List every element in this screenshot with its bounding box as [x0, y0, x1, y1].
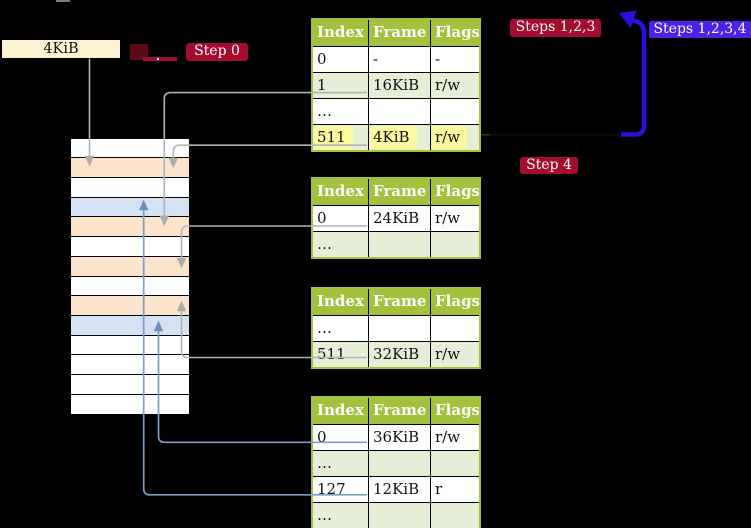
page-table-3: Index Frame Flags … 511 32KiB r/w	[311, 287, 481, 369]
highlighted-cell: 511	[314, 125, 353, 149]
table-row: 0 36KiB r/w	[313, 425, 479, 450]
column-header: Flags	[430, 179, 479, 205]
memory-row	[71, 176, 189, 197]
column-header: Frame	[368, 20, 430, 46]
memory-row	[71, 138, 189, 158]
steps-1-2-3-4-label: Steps 1,2,3,4	[649, 20, 751, 38]
occluded-label-fragment	[130, 44, 148, 60]
memory-row	[71, 157, 189, 177]
table-row: …	[313, 450, 479, 476]
table-row: …	[313, 231, 479, 257]
memory-row	[71, 255, 189, 276]
steps-1-2-3-label: Steps 1,2,3	[510, 19, 601, 37]
recursive-loop-arrow	[619, 10, 647, 137]
table-row: …	[313, 502, 479, 528]
column-header: Flags	[430, 398, 479, 424]
table-row: 511 32KiB r/w	[313, 341, 479, 367]
table-header-row: Index Frame Flags	[313, 289, 479, 316]
table-row: 127 12KiB r	[313, 476, 479, 502]
column-header: Index	[317, 22, 364, 41]
table-header-row: Index Frame Flags	[313, 20, 479, 47]
page-table-1: Index Frame Flags 0 - - 1 16KiB r/w … 51…	[311, 18, 481, 152]
memory-row	[71, 236, 189, 256]
column-header: Frame	[368, 179, 430, 205]
column-header: Flags	[430, 20, 479, 46]
page-table-4: Index Frame Flags 0 36KiB r/w … 127 12Ki…	[311, 396, 481, 528]
table-header-row: Index Frame Flags	[313, 179, 479, 206]
occluded-text-fragment	[157, 58, 159, 60]
page-table-2: Index Frame Flags 0 24KiB r/w …	[311, 177, 481, 259]
arrowhead-left	[619, 10, 637, 28]
table-header-row: Index Frame Flags	[313, 398, 479, 425]
table-row: 0 - -	[313, 47, 479, 72]
table-row: 1 16KiB r/w	[313, 72, 479, 98]
memory-row	[71, 295, 189, 315]
memory-row	[71, 374, 189, 394]
memory-row	[71, 196, 189, 217]
memory-row	[71, 275, 189, 296]
memory-row	[71, 393, 189, 414]
step-0-label: Step 0	[186, 43, 248, 61]
memory-row	[71, 314, 189, 335]
column-header: Flags	[430, 289, 479, 315]
step-4-label: Step 4	[520, 157, 578, 174]
column-header: Frame	[368, 289, 430, 315]
frame-address-box: 4KiB	[2, 40, 120, 58]
column-header: Frame	[368, 398, 430, 424]
column-header: Index	[317, 291, 364, 310]
memory-row	[71, 354, 189, 375]
column-header: Index	[317, 400, 364, 419]
physical-memory-column	[70, 137, 190, 415]
occluded-label-strip	[143, 57, 177, 61]
table-row: …	[313, 98, 479, 124]
memory-row	[71, 216, 189, 237]
table-row-highlighted: 511 4KiB r/w	[313, 124, 479, 150]
table-row: …	[313, 316, 479, 341]
column-header: Index	[317, 181, 364, 200]
highlighted-cell: 4KiB	[370, 125, 417, 149]
memory-row	[71, 334, 189, 355]
table-row: 0 24KiB r/w	[313, 206, 479, 231]
highlighted-cell: r/w	[432, 125, 468, 149]
address-tick	[56, 0, 70, 2]
